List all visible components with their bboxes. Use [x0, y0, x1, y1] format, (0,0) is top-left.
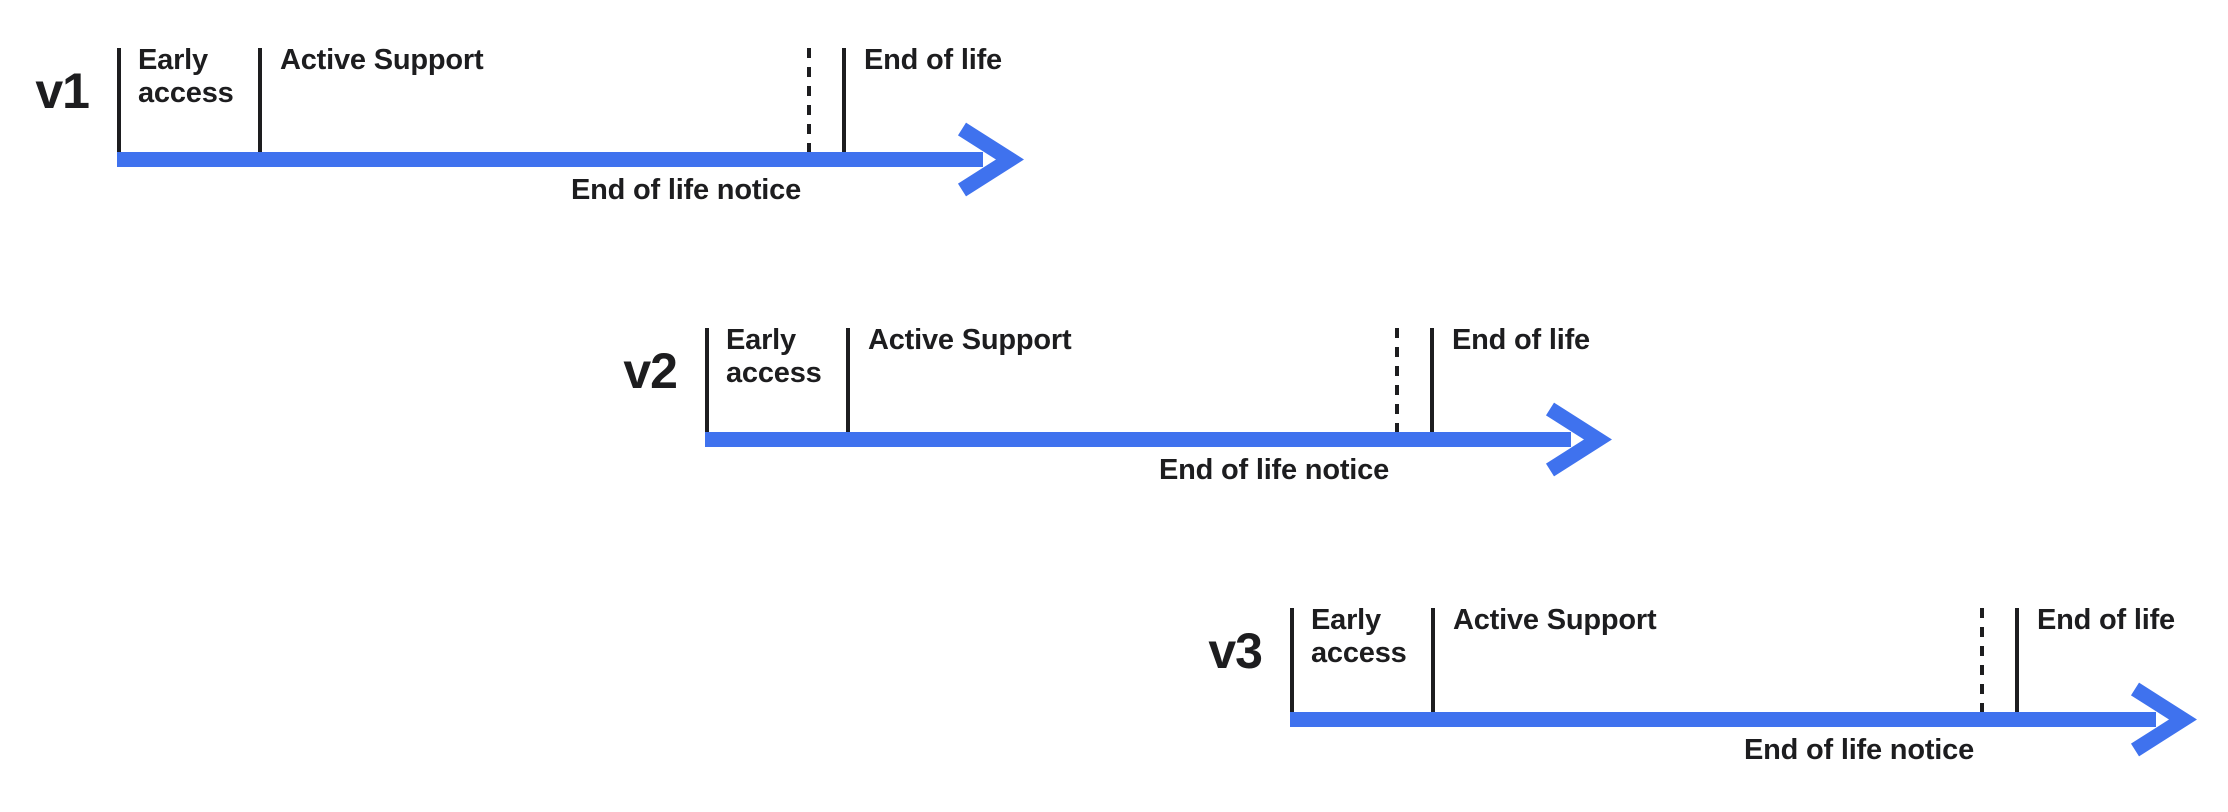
early-access-label: Early access — [1311, 604, 1407, 669]
version-label: v1 — [35, 63, 90, 119]
active-support-label: Active Support — [868, 324, 1072, 356]
timeline-row-v1: v1 Early access Active Support End of li… — [7, 44, 1077, 223]
active-support-label: Active Support — [1453, 604, 1657, 636]
version-label: v3 — [1208, 623, 1263, 679]
early-access-label: Early access — [138, 44, 234, 109]
end-of-life-notice-label: End of life notice — [1158, 454, 1389, 486]
active-support-label: Active Support — [280, 44, 484, 76]
timeline-graphic-v3 — [1290, 608, 2197, 757]
timeline-graphic-v1 — [117, 48, 1024, 197]
timeline-row-v3: v3 Early access Active Support End of li… — [1180, 604, 2228, 783]
end-of-life-label: End of life — [2037, 604, 2175, 636]
arrowhead-icon — [2130, 682, 2197, 757]
early-access-label: Early access — [726, 324, 822, 389]
version-label: v2 — [623, 343, 678, 399]
timeline-row-v2: v2 Early access Active Support End of li… — [595, 324, 1665, 503]
end-of-life-notice-label: End of life notice — [570, 174, 801, 206]
arrowhead-icon — [1545, 402, 1612, 477]
timeline-graphic-v2 — [705, 328, 1612, 477]
arrowhead-icon — [957, 122, 1024, 197]
end-of-life-label: End of life — [864, 44, 1002, 76]
end-of-life-notice-label: End of life notice — [1743, 734, 1974, 766]
end-of-life-label: End of life — [1452, 324, 1590, 356]
